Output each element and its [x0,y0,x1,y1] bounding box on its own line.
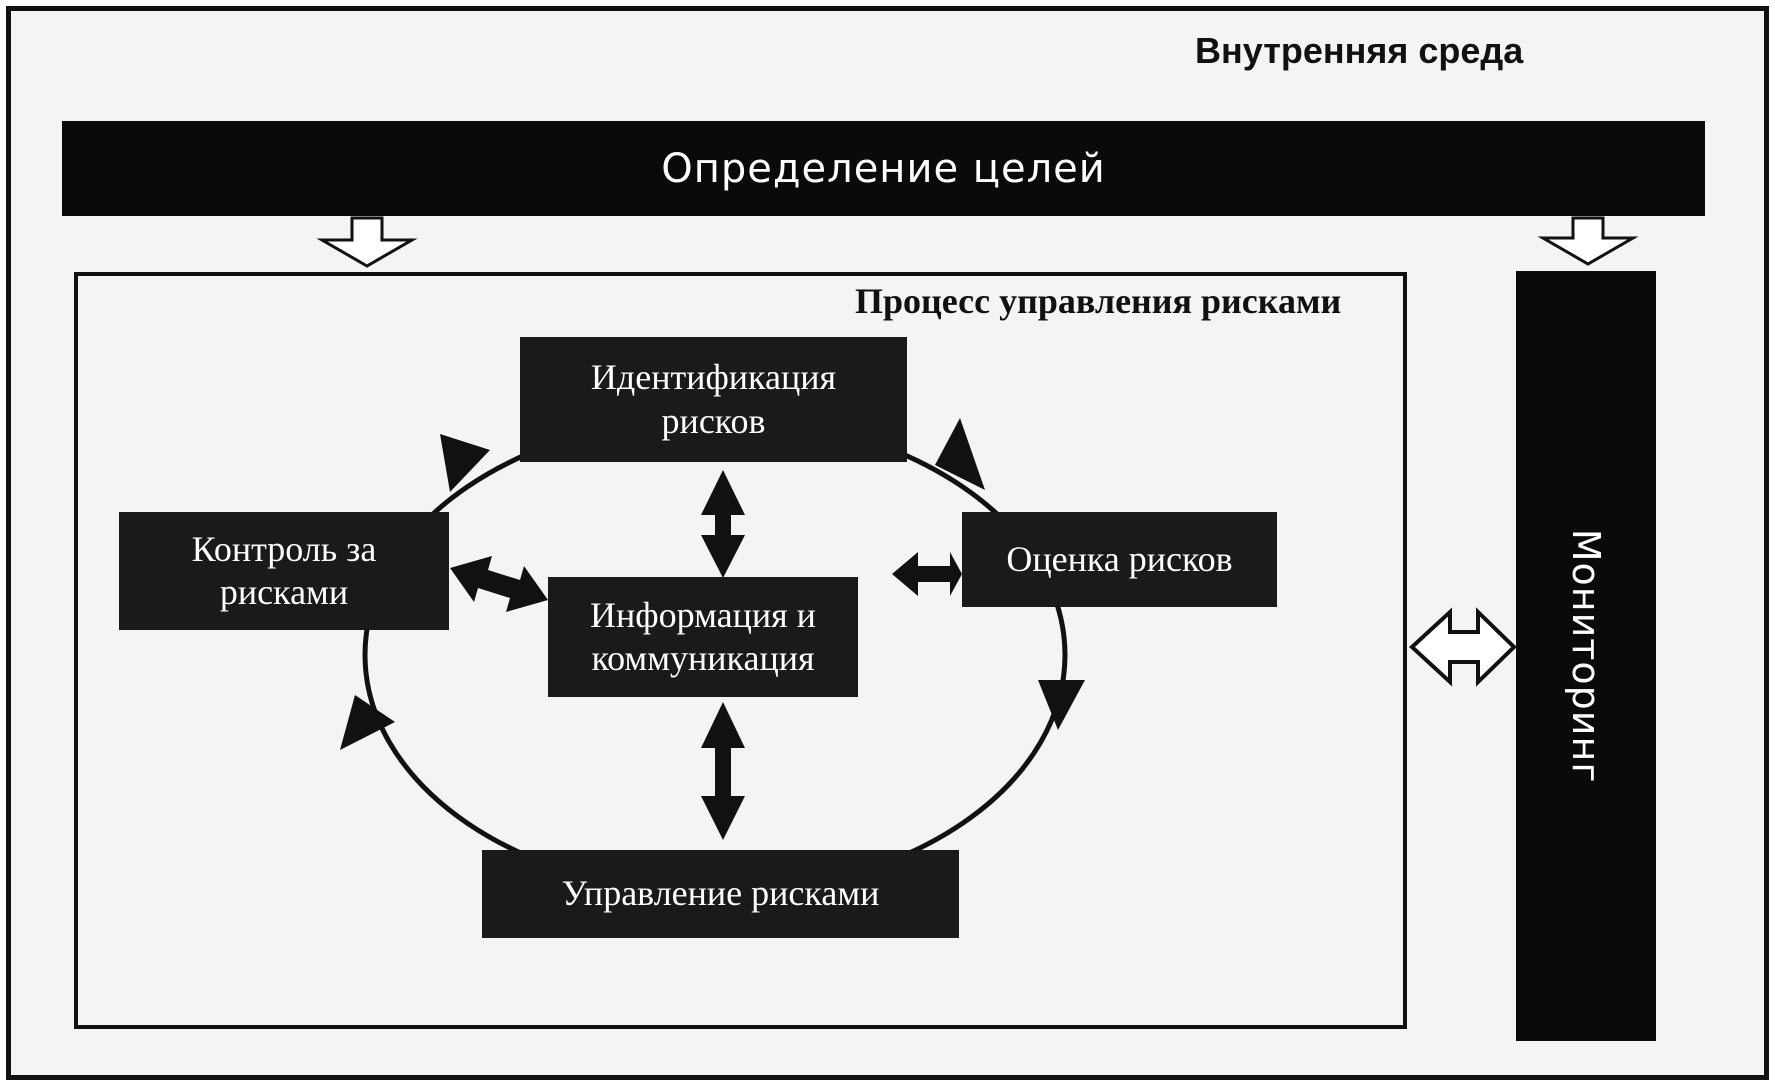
cycle-arrowhead-assessment-to-management [1038,680,1085,730]
node-risk-management-line1: Управление рисками [561,873,880,914]
monitoring-bar: Мониторинг [1516,271,1656,1041]
risk-process-title: Процесс управления рисками [855,281,1342,321]
node-risk-assessment-line1: Оценка рисков [1006,538,1233,579]
goal-setting-label: Определение целей [661,145,1106,192]
node-information-communication-line1: Информация и [590,594,816,635]
goals-to-process-arrow [316,216,418,268]
node-risk-identification-line1: Идентификация [590,357,837,398]
identification-information-arrow [701,470,745,578]
process-monitoring-double-arrow [1409,607,1517,687]
node-risk-assessment: Оценка рисков [962,512,1277,607]
information-management-arrow [701,702,745,840]
cycle-arrowhead-management-to-control [340,695,395,750]
goals-to-monitoring-arrow [1537,216,1639,266]
cycle-arrowhead-control-to-identification [440,434,490,492]
control-information-arrow [450,556,548,612]
node-risk-identification-line2: рисков [661,400,766,441]
node-risk-identification: Идентификация рисков [520,337,907,462]
internal-environment-title: Внутренняя среда [1195,30,1524,71]
risk-process-box [74,272,1407,1029]
cycle-arrowhead-identification-to-assessment [935,418,985,490]
goal-setting-bar: Определение целей [62,121,1705,216]
assessment-information-arrow [892,552,962,596]
node-information-communication: Информация и коммуникация [548,577,858,697]
node-information-communication-line2: коммуникация [591,638,815,678]
node-risk-management: Управление рисками [482,850,959,938]
node-risk-control-line1: Контроль за [191,528,377,569]
node-risk-control: Контроль за рисками [119,512,449,630]
monitoring-label: Мониторинг [1564,528,1608,784]
node-risk-control-line2: рисками [219,572,349,612]
